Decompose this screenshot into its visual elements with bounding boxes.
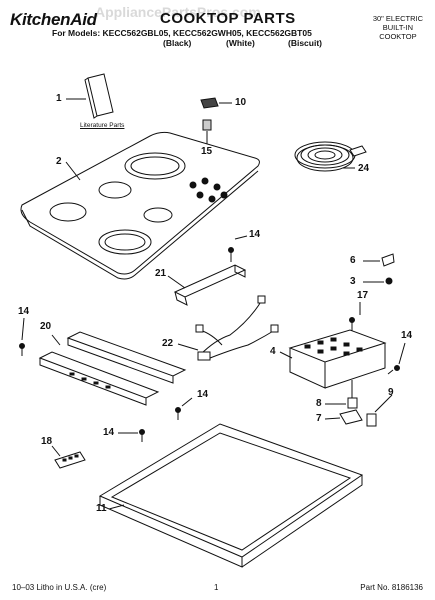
callout-10: 10 (235, 97, 247, 108)
leader-14d (181, 397, 193, 407)
finish-black: (Black) (163, 38, 192, 48)
spec-line-3: COOKTOP (379, 32, 417, 41)
coil-element (294, 141, 367, 172)
brand-logo: KitchenAid (10, 10, 97, 29)
model-line: For Models: KECC562GBL05, KECC562GWH05, … (52, 28, 312, 38)
leader-2 (65, 161, 81, 181)
callout-8: 8 (316, 398, 322, 409)
callout-18: 18 (41, 436, 53, 447)
limiter (366, 413, 377, 427)
leader-22 (177, 343, 199, 351)
callout-20: 20 (40, 321, 52, 332)
screw-tray-a (175, 407, 181, 420)
callout-21: 21 (155, 268, 167, 279)
cooktop-glass (20, 131, 260, 280)
callout-14d: 14 (197, 389, 209, 400)
screw-right (385, 277, 393, 285)
side-bracket-lower (38, 351, 160, 406)
leader-14a (234, 235, 248, 240)
leader-18 (51, 445, 61, 457)
knob-bushing (202, 119, 212, 131)
callout-14c: 14 (18, 306, 30, 317)
callout-14e: 14 (103, 427, 115, 438)
control-box (288, 329, 387, 389)
page-title: COOKTOP PARTS (160, 10, 296, 27)
leader-20 (51, 334, 61, 346)
leader-7 (324, 417, 341, 420)
mounting-bracket-top (173, 264, 247, 306)
callout-11: 11 (96, 503, 107, 514)
callout-22: 22 (162, 338, 174, 349)
callout-3: 3 (350, 276, 356, 287)
screw-box-right (387, 365, 400, 375)
callout-17: 17 (357, 290, 369, 301)
callout-6: 6 (350, 255, 356, 266)
callout-14b: 14 (401, 330, 413, 341)
footer-part-number: Part No. 8186136 (360, 583, 423, 592)
burner-box (98, 423, 364, 568)
callout-4: 4 (270, 346, 276, 357)
spec-line-2: BUILT-IN (382, 23, 414, 32)
footer-page-number: 1 (214, 583, 219, 592)
finish-white: (White) (226, 38, 255, 48)
model-numbers: KECC562GBL05, KECC562GWH05, KECC562GBT05 (102, 28, 312, 38)
models-prefix: For Models: (52, 28, 101, 38)
leader-14b (398, 342, 406, 365)
terminal-block (54, 451, 86, 469)
screw-tray-b (139, 429, 145, 442)
callout-9: 9 (388, 387, 394, 398)
screw-top (228, 247, 234, 262)
leader-9 (374, 394, 393, 413)
literature-booklet (84, 73, 114, 119)
screw-left (19, 343, 25, 356)
callout-14a: 14 (249, 229, 261, 240)
finish-biscuit: (Biscuit) (288, 38, 322, 48)
callout-2: 2 (56, 156, 62, 167)
leader-4 (279, 351, 293, 359)
leader-11 (108, 504, 125, 510)
footer-litho: 10–03 Litho in U.S.A. (cre) (12, 583, 107, 592)
wire-harness (195, 295, 279, 361)
switch-mount (339, 409, 363, 425)
clip-right (381, 253, 395, 267)
callout-15: 15 (201, 146, 213, 157)
leader-14c (21, 317, 25, 341)
watermark: AppliancePartsPros.com (95, 4, 261, 20)
literature-caption: Literature Parts (80, 122, 125, 129)
callout-1: 1 (56, 93, 62, 104)
control-knob (200, 97, 219, 109)
leader-21 (167, 275, 186, 289)
spec-line-1: 30" ELECTRIC (372, 14, 423, 23)
callout-24: 24 (358, 163, 370, 174)
callout-7: 7 (316, 413, 322, 424)
side-bracket-upper (66, 331, 187, 384)
spec-block: 30" ELECTRIC BUILT-IN COOKTOP (373, 14, 423, 41)
switch (347, 380, 358, 409)
